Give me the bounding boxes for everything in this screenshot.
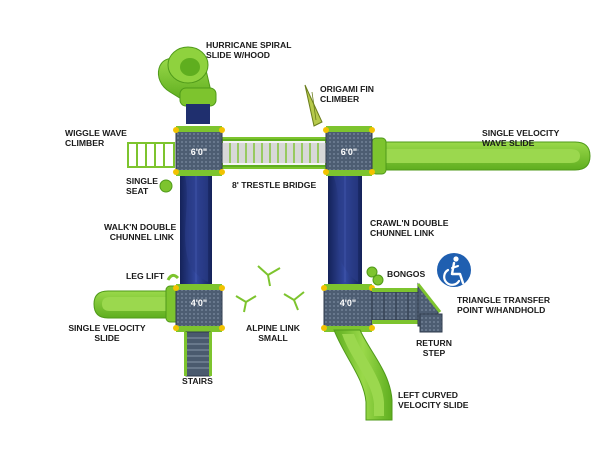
deck-bottom-right: [321, 284, 375, 332]
wiggle-wave-climber: [127, 142, 175, 168]
single-seat: [159, 179, 173, 193]
deck-height-top-left: 6'0": [190, 147, 208, 157]
origami-fin-climber: [304, 84, 323, 127]
bongos: [366, 266, 384, 286]
crawl-n-double-chunnel-link: [328, 168, 362, 285]
return-step: [419, 313, 443, 333]
deck-height-top-right: 6'0": [340, 147, 358, 157]
deck-top-left: [173, 126, 225, 176]
left-curved-velocity-slide: [333, 329, 393, 421]
label-leg-lift: LEG LIFT: [126, 271, 165, 281]
deck-height-bottom-right: 4'0": [339, 298, 357, 308]
label-stairs: STAIRS: [182, 376, 213, 386]
walk-n-double-chunnel-link: [180, 168, 212, 285]
stairs: [184, 331, 212, 377]
deck-bottom-left: [173, 284, 225, 332]
leg-lift: [166, 273, 180, 281]
single-velocity-wave-slide: [371, 137, 591, 175]
trestle-bridge: [221, 137, 327, 169]
label-trestle-bridge: 8' TRESTLE BRIDGE: [232, 180, 317, 190]
wheelchair-accessibility-icon: [437, 253, 471, 287]
deck-top-right: [323, 126, 375, 176]
label-bongos: BONGOS: [387, 269, 426, 279]
hurricane-spiral-slide: [158, 46, 217, 124]
single-velocity-slide: [93, 285, 181, 323]
alpine-link-small: [235, 265, 305, 313]
deck-height-bottom-left: 4'0": [190, 298, 208, 308]
